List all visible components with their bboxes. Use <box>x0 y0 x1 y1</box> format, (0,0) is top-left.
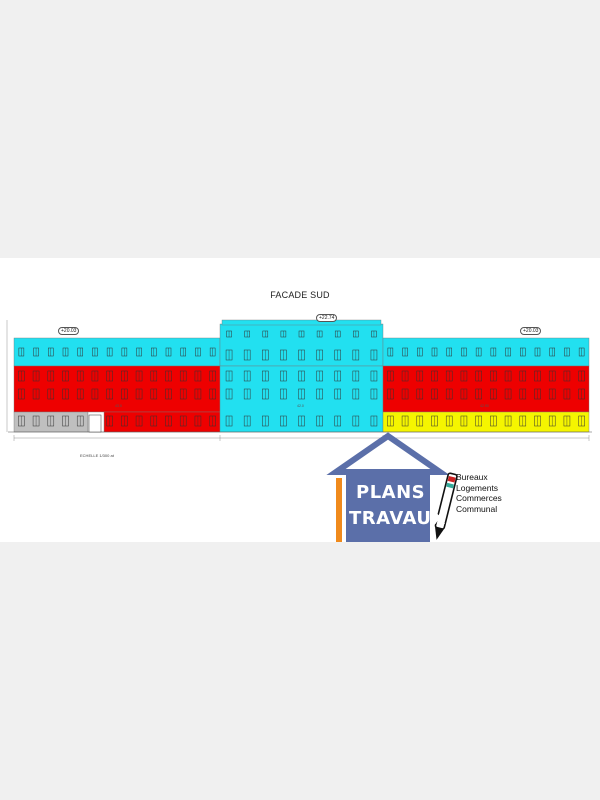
facade-panel: FACADE SUD +20.03 +22.74 +20.03 43.0 42.… <box>0 258 600 542</box>
usage-item-bureaux: Bureaux <box>456 472 488 482</box>
pencil-icon <box>434 472 458 540</box>
window-grid <box>18 330 585 433</box>
usage-item-logements: Logements <box>456 482 499 493</box>
scale-note: ECHELLE 1/300 at <box>80 453 114 458</box>
elevation-center: +22.74 <box>316 314 338 322</box>
facade-title: FACADE SUD <box>270 290 330 300</box>
usage-item-communal: Communal <box>456 503 498 514</box>
left-wing-ground-grey <box>13 411 89 433</box>
logo-orange-bar <box>336 478 342 542</box>
dimension-center: 42.0 <box>297 404 304 408</box>
right-wing-ground-yellow <box>382 411 590 433</box>
center-ridge <box>221 319 382 326</box>
logo-body <box>346 470 430 542</box>
elevation-right: +20.03 <box>520 327 542 335</box>
logo-line-plans: PLANS <box>356 482 426 503</box>
elevation-left: +20.03 <box>58 327 80 335</box>
dimension-right: 42.90 <box>480 404 489 408</box>
left-wing-attic <box>13 337 221 367</box>
dimension-left: 43.0 <box>115 404 122 408</box>
right-wing-attic <box>382 337 590 367</box>
logo-line-travaux: TRAVAUX <box>349 508 446 529</box>
entrance-door <box>88 414 102 433</box>
usage-item-commerces: Commerces <box>456 493 502 503</box>
facade-drawing <box>6 319 592 542</box>
usage-list: Bureaux Logements Commerces Communal <box>456 472 502 514</box>
logo-roof <box>326 432 450 475</box>
